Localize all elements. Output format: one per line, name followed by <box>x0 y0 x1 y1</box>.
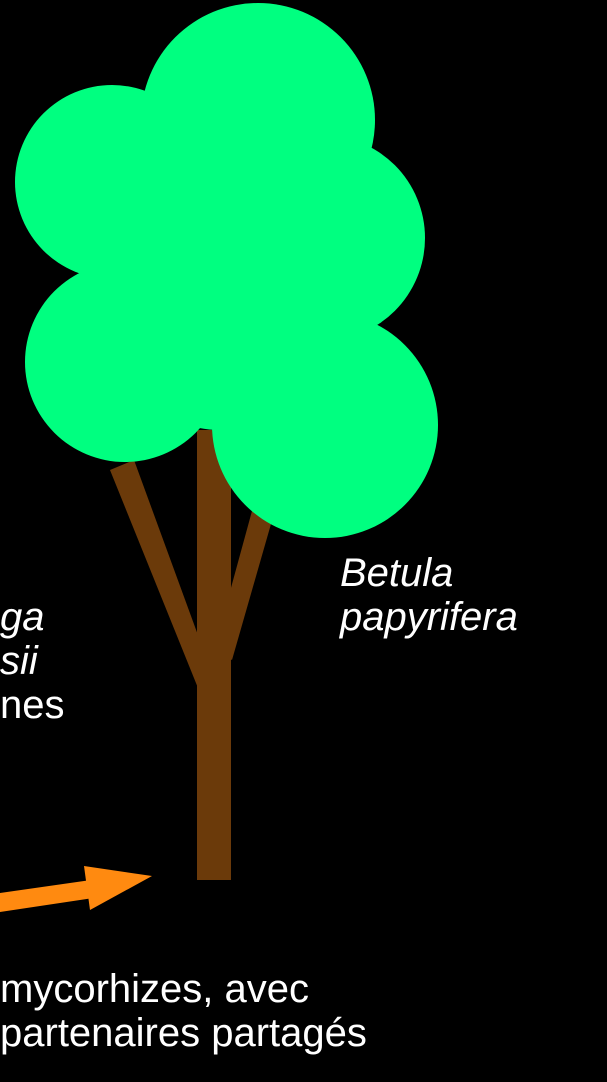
species-label-line1: Betula <box>340 551 454 595</box>
arrow-head <box>84 866 152 910</box>
arrow-shaft <box>0 879 100 912</box>
canopy-lobe <box>212 312 438 538</box>
caption-line2: partenaires partagés <box>0 1011 367 1055</box>
tree-trunk <box>110 430 275 880</box>
arrow <box>0 866 152 912</box>
species-label-line2: papyrifera <box>340 595 518 639</box>
left-species-line1: ga <box>0 595 45 639</box>
tree-canopy <box>15 3 438 538</box>
caption-line1: mycorhizes, avec <box>0 967 309 1011</box>
left-branch <box>110 460 210 688</box>
left-species-line3: nes <box>0 683 65 727</box>
main-trunk <box>197 430 231 880</box>
left-species-line2: sii <box>0 639 38 683</box>
